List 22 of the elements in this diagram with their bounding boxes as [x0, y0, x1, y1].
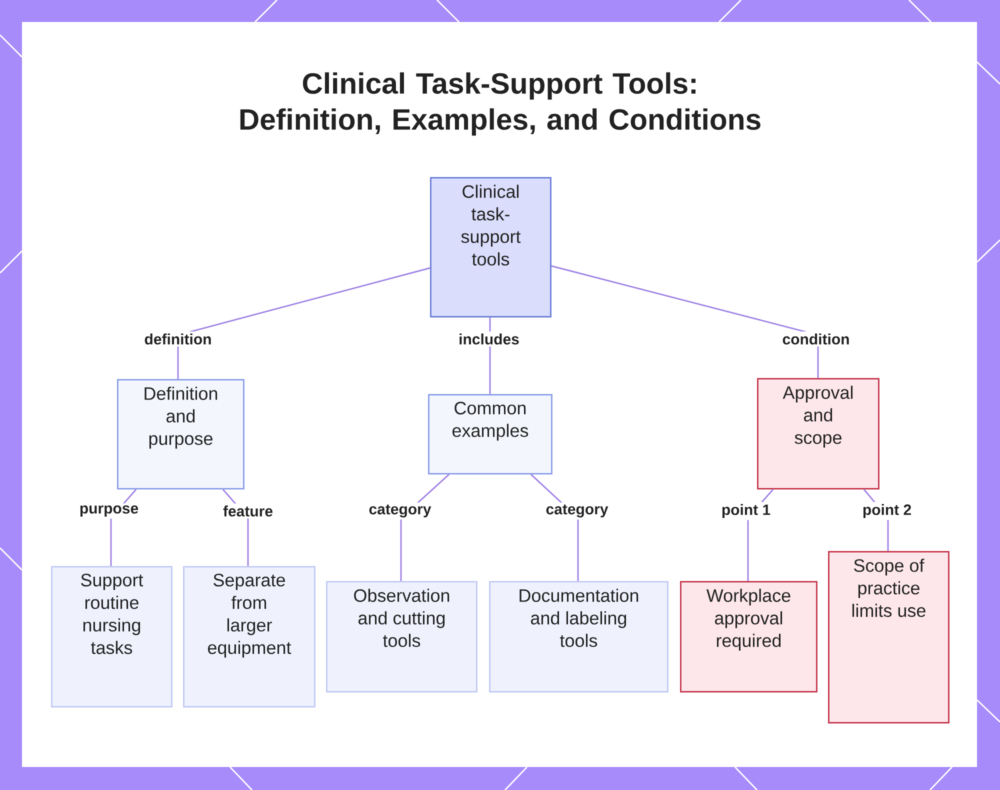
concept-box: Approval and scope — [757, 378, 880, 490]
edge-label: feature — [221, 504, 275, 519]
concept-box: Documentation and labeling tools — [489, 581, 668, 692]
concept-box: Support routine nursing tasks — [51, 566, 172, 708]
connector-line — [551, 265, 819, 378]
connector-line — [177, 267, 430, 379]
concept-box: Common examples — [428, 394, 552, 474]
concept-box: Definition and purpose — [117, 379, 244, 490]
edge-label: definition — [142, 332, 214, 347]
concept-box: Separate from larger equipment — [183, 566, 316, 708]
edge-label: condition — [780, 332, 852, 347]
concept-box: Scope of practice limits use — [828, 551, 950, 724]
edge-label: point 1 — [719, 502, 773, 520]
edge-label: includes — [456, 332, 522, 347]
concept-box: Observation and cutting tools — [326, 581, 478, 692]
concept-box: Workplace approval required — [680, 581, 818, 692]
title: Clinical Task-Support Tools: Definition, Examples, and Conditions — [240, 72, 760, 136]
concept-box: Clinical task-support tools — [430, 177, 552, 318]
edge-label: category — [544, 502, 610, 520]
edge-label: purpose — [77, 503, 141, 519]
edge-label: category — [366, 502, 434, 520]
edge-label: point 2 — [860, 502, 914, 520]
